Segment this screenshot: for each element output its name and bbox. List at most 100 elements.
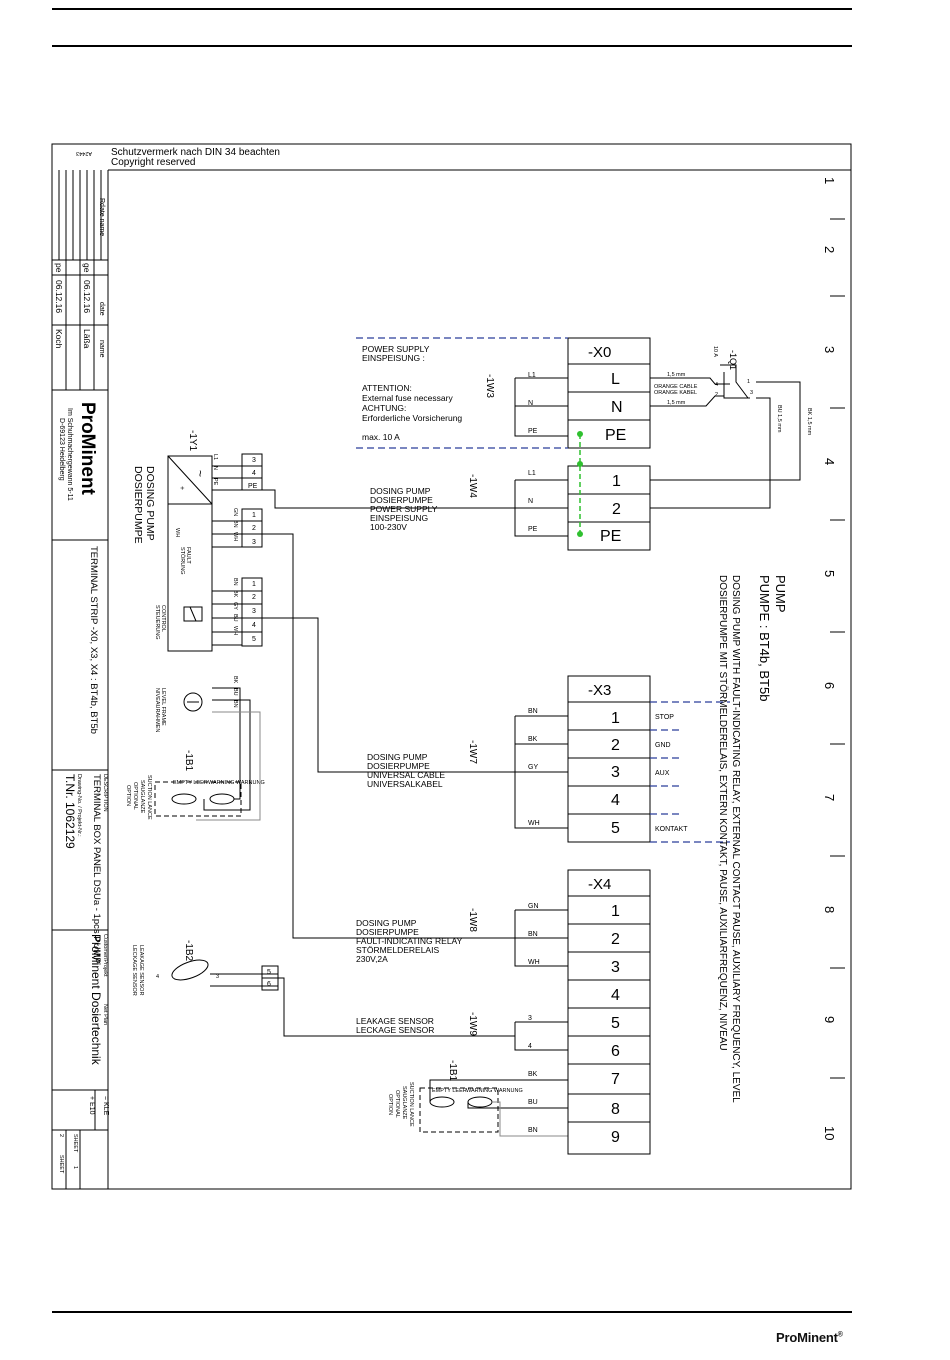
x4-wire-bu: BU bbox=[528, 1099, 538, 1106]
grid-number-9: 9 bbox=[822, 1016, 837, 1023]
suction-lance-1-l3: OPTIONAL bbox=[132, 782, 138, 810]
grid-number-8: 8 bbox=[822, 906, 837, 913]
sheet2-label: SHEET bbox=[58, 1155, 64, 1174]
suction-lance-1: -1B1 EMPTY LEER WARNING WARNUNG SUCTION … bbox=[125, 687, 265, 821]
description-label: DESCRIPTION bbox=[102, 774, 108, 812]
fuse-bu: BU 1,5 mm bbox=[776, 405, 782, 433]
x0-term-n: N bbox=[611, 399, 623, 416]
fault-pin-bn: BN bbox=[232, 520, 238, 528]
suction-lance-2-l3: OPTIONAL bbox=[394, 1090, 400, 1118]
device-ref-1y1: -1Y1 bbox=[187, 430, 198, 452]
grid-number-10: 10 bbox=[822, 1126, 837, 1140]
x4-wire-bn: BN bbox=[528, 931, 538, 938]
control-pin-wh: WH bbox=[232, 626, 238, 635]
x0-title: -X0 bbox=[588, 344, 611, 361]
fault-term-1: 1 bbox=[252, 512, 256, 519]
leakage-sensor-inner-3: 3 bbox=[216, 974, 219, 980]
level-pin-bk: BK bbox=[232, 676, 238, 684]
x4-wire-bn2: BN bbox=[528, 1127, 538, 1134]
copyright-line2: Copyright reserved bbox=[111, 157, 195, 168]
rev-date-ge: 06.12.16 bbox=[82, 280, 92, 313]
col-name: name bbox=[98, 340, 105, 358]
x0b-wire-l1: L1 bbox=[528, 470, 536, 477]
control-term-5: 5 bbox=[252, 636, 256, 643]
fuse-rating: 10 A bbox=[712, 346, 718, 357]
control-pin-gy: GY bbox=[232, 602, 238, 610]
x0-wire-n: N bbox=[528, 400, 533, 407]
pump-term-pe: PE bbox=[248, 483, 258, 490]
pump-title-line2: PUMPE : BT4b, BT5b bbox=[757, 575, 772, 701]
dosing-pump-label-1: DOSING PUMP bbox=[144, 466, 156, 541]
x4-wire-wh: WH bbox=[528, 959, 540, 966]
x3-wire-bn: BN bbox=[528, 708, 538, 715]
fuse-bk: BK 1,5 mm bbox=[806, 408, 812, 436]
wh-label: WH bbox=[174, 528, 180, 537]
leakage-sensor-ref: -1B2 bbox=[183, 940, 194, 962]
x3-term-2: 2 bbox=[611, 737, 620, 754]
suction-lance-2-l2: SAUGLANZE bbox=[401, 1086, 407, 1120]
suction-lance-1-warning: WARNING WARNUNG bbox=[208, 780, 265, 786]
suction-lance-2-ref: -1B1 bbox=[447, 1060, 458, 1082]
x4-term-5: 5 bbox=[611, 1015, 620, 1032]
sheet1-label: SHEET bbox=[72, 1134, 78, 1153]
fault-label-2: STÖRUNG bbox=[179, 547, 186, 575]
sheet2-value: 2 bbox=[58, 1134, 64, 1137]
control-term-2: 2 bbox=[252, 594, 256, 601]
power-pin-n: N bbox=[212, 466, 218, 470]
level-sensor-symbol bbox=[183, 692, 203, 712]
control-term-4: 4 bbox=[252, 622, 256, 629]
fault-term-2: 2 bbox=[252, 525, 256, 532]
w9-line1: LEAKAGE SENSOR bbox=[356, 1016, 434, 1026]
w8-line1: DOSING PUMP bbox=[356, 918, 417, 928]
x0-term-pe2: PE bbox=[600, 528, 621, 545]
header-rule bbox=[52, 45, 852, 47]
w4-ref: -1W4 bbox=[467, 474, 478, 498]
fuse-ref: -1Q1 bbox=[728, 350, 738, 370]
fuse-pin-1: 1 bbox=[747, 379, 750, 385]
cable-w4: -1W4 DOSING PUMP DOSIERPUMPE POWER SUPPL… bbox=[370, 474, 478, 532]
x4-term-6: 6 bbox=[611, 1043, 620, 1060]
x0-term-l: L bbox=[611, 371, 620, 388]
x3-wire-wh: WH bbox=[528, 820, 540, 827]
dosing-pump-label-2: DOSIERPUMPE bbox=[132, 466, 144, 544]
drawing-frame bbox=[51, 143, 852, 1190]
ac-symbol: ~ bbox=[193, 470, 207, 477]
grid-number-6: 6 bbox=[822, 682, 837, 689]
control-pin-bn: BN bbox=[232, 578, 238, 586]
x3-term-4: 4 bbox=[611, 792, 620, 809]
w9-line2: LECKAGE SENSOR bbox=[356, 1025, 434, 1035]
attention-4: Erforderliche Vorsicherung bbox=[362, 413, 462, 423]
rev-date-pe: 06.12.16 bbox=[54, 280, 64, 313]
control-label-1: CONTROL bbox=[160, 605, 166, 632]
sheet-code: A2443 bbox=[76, 150, 92, 156]
control-pin-bk: BK bbox=[232, 590, 238, 598]
suction-lance-1-l1: SUCTION LANCE bbox=[146, 775, 152, 820]
rev-name-ge: Läßa bbox=[82, 329, 92, 349]
fuse-pin-2: 2 bbox=[715, 392, 718, 398]
kle-label: = KLE bbox=[102, 1096, 109, 1116]
x4-term-7: 7 bbox=[611, 1071, 620, 1088]
net-plan: Net Plan bbox=[102, 1004, 108, 1025]
w7-line1: DOSING PUMP bbox=[367, 752, 428, 762]
level-pin-bu: BU bbox=[232, 688, 238, 696]
level-pin-bn: BN bbox=[232, 700, 238, 708]
dosing-pump-device: DOSING PUMP DOSIERPUMPE -1Y1 ~ + FAULT S… bbox=[132, 430, 263, 732]
pump-term-3: 3 bbox=[252, 457, 256, 464]
fault-pin-wh: WH bbox=[232, 532, 238, 541]
suction-lance-1-ref: -1B1 bbox=[183, 750, 194, 772]
w4-line2: DOSIERPUMPE bbox=[370, 495, 433, 505]
level-label-2: NIVEAURAHMEN bbox=[154, 688, 160, 732]
w4-line3: POWER SUPPLY bbox=[370, 504, 438, 514]
suction-lance-2-warning: WARNING WARNUNG bbox=[466, 1088, 523, 1094]
e10-label: + E10 bbox=[88, 1096, 95, 1115]
x4-wire-3: 3 bbox=[528, 1015, 532, 1022]
pump-term-4: 4 bbox=[252, 470, 256, 477]
suction-lance-1-empty: EMPTY LEER bbox=[173, 780, 208, 786]
x4-term-1: 1 bbox=[611, 903, 620, 920]
w8-line4: STÖRMELDERELAIS bbox=[356, 945, 439, 955]
w7-line4: UNIVERSALKABEL bbox=[367, 779, 443, 789]
leakage-sensor-label-2: LECKAGE SENSOR bbox=[131, 945, 137, 996]
drawing-no: T.Nr. 1062129 bbox=[63, 774, 77, 849]
x3-func-stop: STOP bbox=[655, 714, 674, 721]
x3-wire-gy: GY bbox=[528, 764, 538, 771]
